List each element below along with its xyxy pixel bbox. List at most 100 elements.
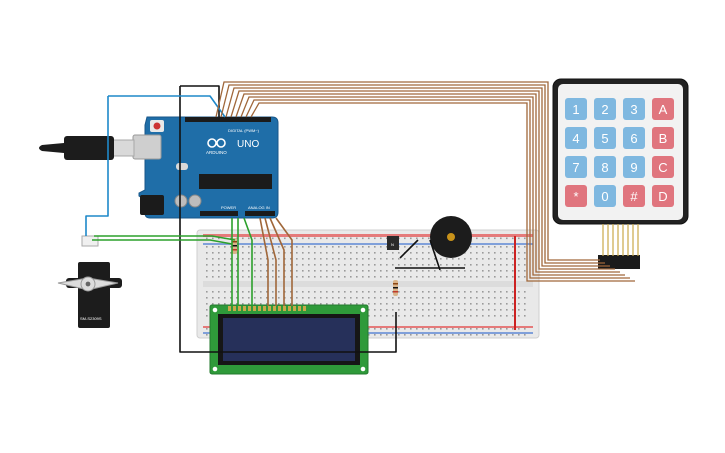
keypad-key[interactable]: 1 <box>565 98 587 120</box>
lcd-pin[interactable] <box>283 306 286 311</box>
lcd-pin[interactable] <box>278 306 281 311</box>
ground-wire[interactable] <box>179 86 397 353</box>
keypad-key[interactable]: C <box>652 156 674 178</box>
breadboard-center-channel <box>203 281 533 287</box>
lcd-pin-header[interactable] <box>228 306 306 311</box>
keypad-key[interactable]: 2 <box>594 98 616 120</box>
digital-header[interactable] <box>185 117 271 122</box>
keypad-key-label: # <box>630 189 638 204</box>
lcd-data-wire[interactable] <box>269 217 285 306</box>
lcd-pin[interactable] <box>238 306 241 311</box>
keypad-wire[interactable] <box>215 81 600 261</box>
resistor-band <box>232 249 237 251</box>
keypad-key[interactable]: B <box>652 127 674 149</box>
keypad-key[interactable]: 7 <box>565 156 587 178</box>
keypad-wire[interactable] <box>245 99 630 279</box>
keypad-key-label: 4 <box>572 131 579 146</box>
lcd-data-wire[interactable] <box>264 217 277 306</box>
usb-port[interactable] <box>132 134 162 160</box>
power-header-label: POWER <box>221 205 236 210</box>
servo-connector[interactable] <box>81 235 99 247</box>
keypad-key-label: * <box>573 189 578 204</box>
keypad-wire-bundle[interactable] <box>215 81 635 282</box>
keypad-key-label: 1 <box>572 102 579 117</box>
power-header[interactable] <box>200 211 238 216</box>
atmega-chip <box>199 174 272 189</box>
lcd-pin[interactable] <box>233 306 236 311</box>
lcd-pin[interactable] <box>268 306 271 311</box>
transistor-wire[interactable] <box>429 239 441 271</box>
resistor-band <box>393 287 398 289</box>
keypad-wire[interactable] <box>230 90 615 270</box>
buzzer-center <box>447 233 455 241</box>
servo-power-wire[interactable] <box>94 235 236 241</box>
crystal-oscillator <box>176 163 188 170</box>
servo-model-label: SM-S2309S <box>80 316 102 321</box>
usb-plug-body <box>64 136 114 160</box>
servo-power-wire[interactable] <box>92 239 233 245</box>
resistor-band <box>393 291 398 293</box>
lcd-data-wire[interactable] <box>259 217 269 306</box>
mounting-hole <box>360 366 366 372</box>
servo-shaft <box>85 281 91 287</box>
usb-cable-strain-relief <box>39 143 64 153</box>
usb-cable[interactable] <box>39 136 135 160</box>
lcd-pin[interactable] <box>263 306 266 311</box>
keypad-wire[interactable] <box>225 87 610 267</box>
keypad-wire[interactable] <box>250 102 635 282</box>
keypad-ribbon-cable <box>602 224 639 256</box>
keypad-key[interactable]: 3 <box>623 98 645 120</box>
resistor-band <box>393 283 398 285</box>
lcd-pin[interactable] <box>298 306 301 311</box>
keypad-key[interactable]: 9 <box>623 156 645 178</box>
keypad-wire[interactable] <box>240 96 625 276</box>
micro-servo[interactable]: SM-S2309S <box>57 235 122 328</box>
keypad-key[interactable]: * <box>565 185 587 207</box>
servo-signal-wire[interactable] <box>108 95 226 118</box>
lcd-pin[interactable] <box>303 306 306 311</box>
keypad-key[interactable]: 4 <box>565 127 587 149</box>
lcd-pin[interactable] <box>293 306 296 311</box>
resistor[interactable] <box>232 238 237 254</box>
resistor[interactable] <box>393 280 398 296</box>
keypad-key[interactable]: A <box>652 98 674 120</box>
keypad-connector[interactable] <box>598 255 640 269</box>
lcd-pin[interactable] <box>253 306 256 311</box>
lcd-data-wire[interactable] <box>275 217 293 306</box>
mounting-hole <box>212 307 218 313</box>
keypad-key-label: 5 <box>601 131 608 146</box>
lcd-pin[interactable] <box>248 306 251 311</box>
keypad-key[interactable]: # <box>623 185 645 207</box>
keypad-face <box>558 84 683 220</box>
keypad-key-label: 9 <box>630 160 637 175</box>
lcd-pin[interactable] <box>288 306 291 311</box>
analog-header-label: ANALOG IN <box>248 205 270 210</box>
lcd-pin[interactable] <box>258 306 261 311</box>
wires <box>85 85 516 353</box>
dc-power-jack[interactable] <box>140 195 164 215</box>
keypad-key[interactable]: D <box>652 185 674 207</box>
npn-transistor[interactable]: N <box>387 236 399 250</box>
lcd-pin[interactable] <box>243 306 246 311</box>
arduino-uno-board[interactable]: UNO ARDUINO DIGITAL (PWM~) POWER ANALOG … <box>132 116 279 219</box>
keypad-key[interactable]: 8 <box>594 156 616 178</box>
lcd-16x2-display[interactable] <box>209 304 369 375</box>
piezo-buzzer[interactable] <box>430 216 472 258</box>
transistor-wire[interactable] <box>399 239 419 259</box>
servo-signal-wire[interactable] <box>85 96 109 236</box>
keypad-wire[interactable] <box>235 93 620 273</box>
lcd-pin[interactable] <box>273 306 276 311</box>
keypad-key[interactable]: 0 <box>594 185 616 207</box>
lcd-pin[interactable] <box>228 306 231 311</box>
capacitor <box>188 194 202 208</box>
reset-button-cap <box>153 122 161 130</box>
lcd-screen <box>223 318 355 361</box>
keypad-wire[interactable] <box>220 84 605 264</box>
keypad-key[interactable]: 6 <box>623 127 645 149</box>
analog-header[interactable] <box>245 211 275 216</box>
keypad-key[interactable]: 5 <box>594 127 616 149</box>
lcd-wire[interactable] <box>243 217 253 306</box>
